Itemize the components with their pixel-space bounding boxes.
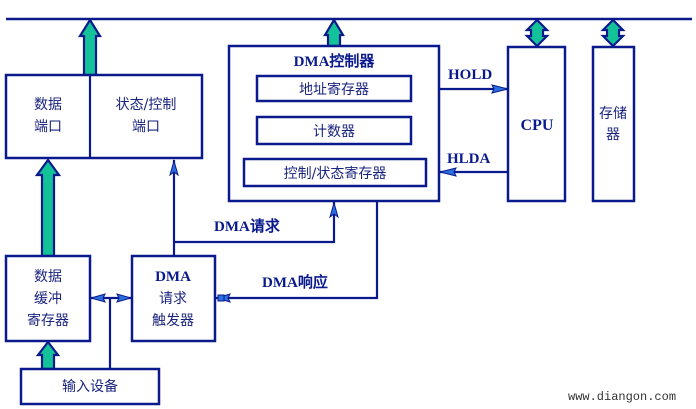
status-port-label-2: 端口 [132,119,160,135]
data-buffer-label-1: 数据 [34,269,62,285]
to-trigger-arrowhead-icon [116,293,133,303]
dma-ack-label: DMA响应 [262,273,328,291]
address-register-block [255,74,413,103]
control-status-register-label: 控制/状态寄存器 [284,165,387,182]
watermark: www.diangon.com [568,390,676,404]
dma-trigger-label-3: 触发器 [152,313,194,329]
input-device-to-buffer-arrow [35,340,61,371]
data-buffer-label-3: 寄存器 [27,312,69,329]
buffer-to-data-port-arrow [34,158,62,258]
data-buffer-label-2: 缓冲 [34,291,62,307]
dma-request-arrowhead-icon [329,201,339,219]
memory-block [591,45,636,203]
cpu-label: CPU [521,117,554,134]
dma-request-line [174,202,336,244]
status-port-label-1: 状态/控制 [116,97,177,113]
data-buffer-register-block [4,254,92,343]
hold-arrowhead-icon [491,84,509,94]
dma-ack-terminal-icon [217,294,225,302]
memory-label-1: 存储 [599,106,627,122]
status-port-arrowhead-icon [169,159,179,177]
dma-trigger-label-2: 请求 [159,291,187,307]
cpu-block [506,45,567,203]
control-status-register-block [242,157,428,188]
dma-ack-line [216,201,379,300]
input-device-label: 输入设备 [62,378,118,395]
input-device-block [19,367,161,406]
data-port-label-2: 端口 [34,119,62,135]
dma-request-label: DMA请求 [214,217,281,235]
data-port-to-bus-arrow [78,17,102,77]
dma-trigger-label-1: DMA [155,269,191,285]
hlda-label: HLDA [447,151,491,167]
counter-block [255,115,413,146]
dma-controller-to-bus-arrow [323,17,345,48]
memory-label-2: 器 [606,127,620,143]
to-buffer-arrowhead-icon [89,293,106,303]
memory-bus-bidirectional-arrow [600,18,626,48]
hlda-arrowhead-icon [439,167,457,177]
dma-controller-title: DMA控制器 [294,52,376,70]
port-block [4,73,204,160]
address-register-label: 地址寄存器 [299,81,369,98]
cpu-bus-bidirectional-arrow [524,18,550,48]
counter-label: 计数器 [313,124,355,140]
data-port-label-1: 数据 [34,97,62,113]
hold-label: HOLD [448,67,492,83]
dma-request-trigger-block [130,254,217,343]
